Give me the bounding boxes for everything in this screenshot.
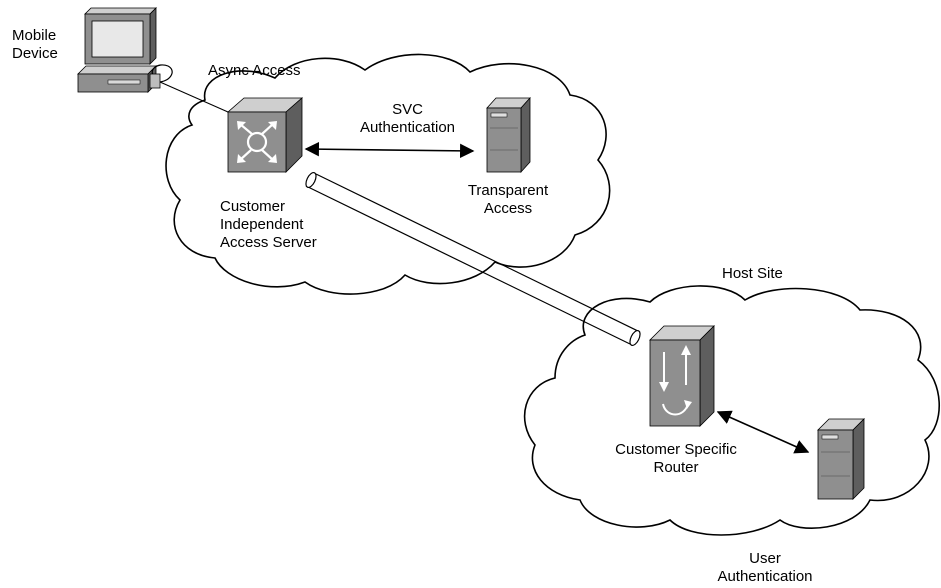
computer-icon — [77, 7, 173, 93]
transparent-access-label: Transparent Access — [448, 182, 568, 218]
async-access-cloud — [165, 53, 611, 295]
host-site-label: Host Site — [722, 265, 783, 282]
access-server-line2: Independent — [220, 216, 304, 233]
async-access-label: Async Access — [208, 62, 301, 79]
transparent-access-line2: Access — [483, 200, 533, 217]
user-auth-arrow — [716, 410, 810, 454]
user-auth-line1: User — [749, 550, 781, 567]
access-server-line1: Customer — [220, 198, 286, 215]
access-server-icon — [226, 97, 304, 173]
transparent-access-line1: Transparent — [467, 182, 549, 199]
customer-router-line2: Router — [653, 459, 699, 476]
server-icon — [817, 418, 865, 500]
user-auth-line2: Authentication — [717, 568, 813, 585]
svc-auth-arrow — [304, 141, 475, 159]
svc-label-line2: Authentication — [359, 119, 456, 136]
server-icon — [486, 96, 531, 174]
user-authentication-label: User Authentication — [695, 550, 835, 586]
access-server-line3: Access Server — [220, 234, 317, 251]
dialup-line — [159, 81, 229, 113]
customer-router-line1: Customer Specific — [615, 441, 737, 458]
customer-router-label: Customer Specific Router — [596, 441, 756, 477]
mobile-device-label-line1: Mobile — [12, 27, 57, 44]
router-icon — [649, 325, 715, 427]
mobile-device-label-line2: Device — [12, 45, 58, 62]
tunnel-tube — [305, 171, 641, 347]
svc-authentication-label: SVC Authentication — [350, 101, 465, 137]
access-server-label: Customer Independent Access Server — [220, 198, 317, 252]
svc-label-line1: SVC — [392, 101, 423, 118]
mobile-device-label: Mobile Device — [12, 27, 58, 63]
